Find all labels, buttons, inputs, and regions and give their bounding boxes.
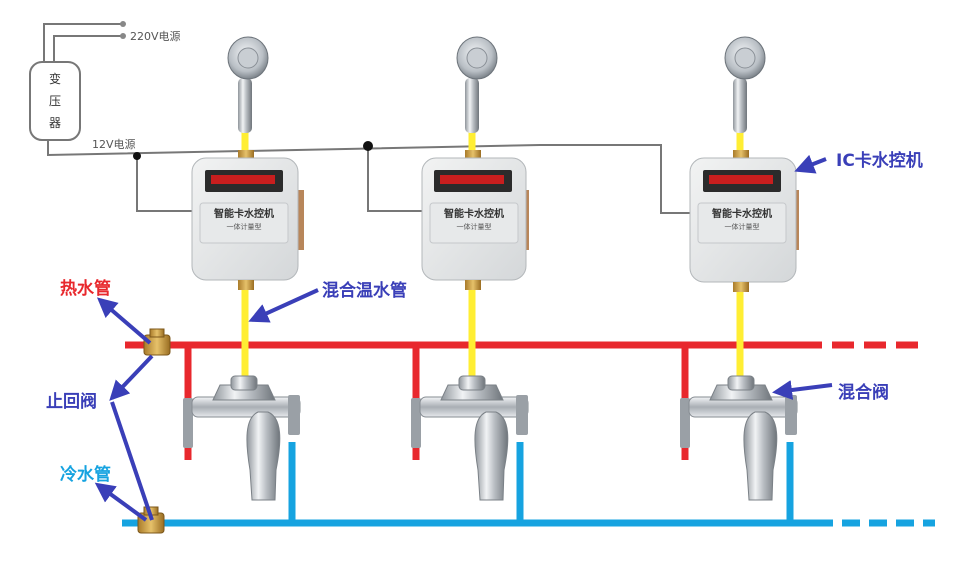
label-12v-power: 12V电源 bbox=[92, 138, 136, 151]
arrow-mixing-valve bbox=[772, 380, 833, 400]
device-title: 智能卡水控机 bbox=[214, 209, 274, 220]
arrow-cold-pipe bbox=[94, 482, 148, 522]
power-wiring bbox=[43, 23, 690, 214]
shower-head bbox=[724, 36, 766, 133]
arrow-check-valve-bottom bbox=[110, 401, 154, 521]
label-ic-controller: IC卡水控机 bbox=[836, 151, 923, 171]
label-mixed-warm-pipe: 混合温水管 bbox=[322, 281, 407, 301]
ic-card-controller bbox=[191, 150, 304, 290]
label-hot-pipe: 热水管 bbox=[60, 279, 111, 299]
shower-unit-1 bbox=[183, 36, 304, 523]
label-mixing-valve: 混合阀 bbox=[838, 383, 889, 403]
transformer-label: 变 压 器 bbox=[31, 70, 79, 134]
wire-junction bbox=[363, 141, 373, 151]
shower-head bbox=[227, 36, 269, 133]
label-220v-power: 220V电源 bbox=[130, 30, 181, 43]
shower-unit-3 bbox=[680, 36, 799, 523]
mixing-valve bbox=[183, 375, 301, 501]
wire-junction bbox=[133, 152, 141, 160]
mixing-valve bbox=[680, 375, 798, 501]
arrow-ic-controller bbox=[794, 154, 827, 174]
wire-junction bbox=[120, 33, 126, 39]
label-cold-pipe: 冷水管 bbox=[60, 465, 111, 485]
transformer-box bbox=[29, 61, 81, 141]
shower-head bbox=[456, 36, 498, 133]
ic-card-controller bbox=[421, 150, 529, 290]
device-subtitle: 一体计量型 bbox=[226, 223, 262, 231]
transformer-char: 压 bbox=[48, 94, 61, 108]
ic-card-controller bbox=[689, 150, 799, 292]
mixing-valve bbox=[411, 375, 529, 501]
device-title: 智能卡水控机 bbox=[712, 209, 772, 220]
label-check-valve: 止回阀 bbox=[46, 392, 97, 412]
device-subtitle: 一体计量型 bbox=[724, 223, 760, 231]
transformer-char: 变 bbox=[48, 72, 61, 86]
shower-unit-2 bbox=[411, 36, 529, 523]
transformer-char: 器 bbox=[48, 116, 61, 130]
device-title: 智能卡水控机 bbox=[444, 209, 504, 220]
wire-junction bbox=[120, 21, 126, 27]
arrow-hot-pipe bbox=[96, 297, 152, 345]
check-valve-hot bbox=[143, 328, 171, 356]
annotation-arrows bbox=[94, 154, 833, 522]
device-subtitle: 一体计量型 bbox=[456, 223, 492, 231]
arrow-mixed-pipe bbox=[248, 288, 319, 323]
arrow-check-valve-top bbox=[109, 354, 154, 401]
